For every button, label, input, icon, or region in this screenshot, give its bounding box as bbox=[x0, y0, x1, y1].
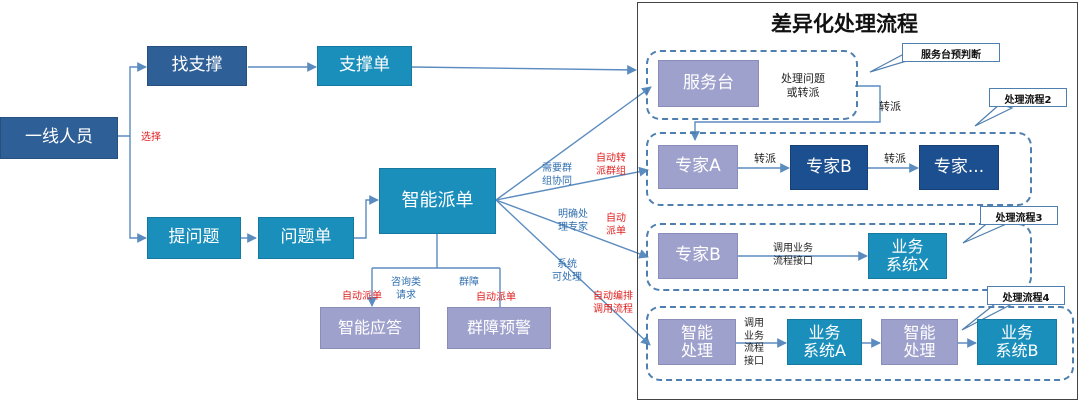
label-auto-dispatch-right: 自动派单 bbox=[476, 292, 516, 303]
callout-service-desk-prejudge-text: 服务台预判断 bbox=[921, 50, 981, 61]
ask-question-node[interactable]: 提问题 bbox=[147, 217, 241, 259]
smart-dispatch-node[interactable]: 智能派单 bbox=[379, 168, 496, 234]
label-need-group-line2: 组协同 bbox=[542, 175, 572, 187]
flow-4-group bbox=[646, 306, 1074, 381]
label-clear-expert-line1: 明确处 bbox=[558, 209, 588, 220]
label-orchestrate-line1: 自动编排 bbox=[593, 291, 633, 302]
label-call-interface-flow3: 调用业务 流程接口 bbox=[773, 243, 813, 268]
label-call-interface-flow4-line1: 调用 bbox=[744, 318, 764, 329]
label-auto-group-line1: 自动转 bbox=[596, 153, 626, 164]
smart-processing-1-line1: 智能 bbox=[680, 322, 713, 342]
business-system-b-line2: 系统B bbox=[995, 341, 1039, 360]
business-system-b-node[interactable]: 业务 系统B bbox=[977, 319, 1057, 365]
label-auto-dispatch-line1: 自动 bbox=[606, 213, 626, 224]
callout-flow-3-text: 处理流程3 bbox=[995, 213, 1043, 224]
callout-flow-4: 处理流程4 bbox=[987, 286, 1065, 305]
callout-flow-3: 处理流程3 bbox=[980, 206, 1058, 225]
find-support-label: 找支撑 bbox=[171, 55, 223, 76]
outage-alert-node[interactable]: 群障预警 bbox=[447, 307, 551, 349]
label-clear-expert: 明确处 理专家 bbox=[558, 209, 588, 234]
smart-processing-1-line2: 处理 bbox=[680, 341, 713, 360]
flow-3-group bbox=[646, 223, 1032, 291]
label-system-line2: 可处理 bbox=[552, 271, 582, 283]
label-auto-group: 自动转 派群组 bbox=[596, 153, 626, 178]
expert-etc-node[interactable]: 专家... bbox=[919, 145, 999, 190]
business-system-a-line1: 业务 bbox=[808, 322, 841, 342]
smart-answer-label: 智能应答 bbox=[337, 317, 402, 337]
label-system-can-handle: 系统 可处理 bbox=[552, 259, 582, 284]
smart-dispatch-label: 智能派单 bbox=[401, 189, 474, 211]
frontline-staff-label: 一线人员 bbox=[25, 127, 93, 148]
expert-a-label: 专家A bbox=[675, 156, 721, 177]
business-system-b-line1: 业务 bbox=[1000, 322, 1033, 342]
label-choose: 选择 bbox=[141, 132, 161, 143]
expert-b-flow2-label: 专家B bbox=[806, 156, 852, 177]
page-title: 差异化处理流程 bbox=[771, 12, 918, 36]
label-need-group-line1: 需要群 bbox=[542, 163, 572, 174]
expert-b-flow3-node[interactable]: 专家B bbox=[658, 233, 738, 279]
label-auto-orchestrate: 自动编排 调用流程 bbox=[593, 291, 633, 316]
business-system-x-node[interactable]: 业务 系统X bbox=[868, 233, 947, 279]
label-call-interface-flow3-line1: 调用业务 bbox=[773, 243, 813, 254]
business-system-a-node[interactable]: 业务 系统A bbox=[787, 319, 862, 365]
expert-etc-label: 专家... bbox=[933, 156, 985, 177]
find-support-node[interactable]: 找支撑 bbox=[147, 46, 247, 86]
label-system-line1: 系统 bbox=[557, 259, 577, 270]
expert-b-flow3-label: 专家B bbox=[675, 245, 721, 266]
issue-ticket-label: 问题单 bbox=[280, 227, 332, 248]
label-need-group: 需要群 组协同 bbox=[542, 163, 572, 188]
label-call-interface-flow4: 调用 业务 流程 接口 bbox=[744, 318, 764, 368]
business-system-x-line1: 业务 bbox=[891, 236, 924, 256]
label-auto-dispatch-line2: 派单 bbox=[606, 225, 626, 237]
expert-a-node[interactable]: 专家A bbox=[658, 145, 738, 189]
label-transfer-down: 转派 bbox=[879, 100, 901, 113]
label-handle-line1: 处理问题 bbox=[781, 72, 825, 85]
label-auto-group-line2: 派群组 bbox=[596, 165, 626, 177]
service-desk-group bbox=[646, 50, 858, 120]
service-desk-label: 服务台 bbox=[683, 72, 734, 93]
label-clear-expert-line2: 理专家 bbox=[558, 221, 588, 233]
flow-2-group bbox=[646, 132, 1032, 206]
label-call-interface-flow4-line4: 接口 bbox=[744, 355, 764, 367]
label-consult-line2: 请求 bbox=[396, 289, 416, 301]
callout-service-desk-prejudge: 服务台预判断 bbox=[902, 43, 1000, 62]
label-consult-line1: 咨询类 bbox=[391, 277, 421, 288]
smart-processing-2-line2: 处理 bbox=[903, 341, 936, 360]
label-transfer-1: 转派 bbox=[754, 152, 776, 165]
smart-processing-2-line1: 智能 bbox=[903, 322, 936, 342]
label-outage: 群障 bbox=[459, 277, 479, 288]
business-system-a-line2: 系统A bbox=[803, 341, 846, 360]
label-call-interface-flow4-line2: 业务 bbox=[744, 330, 764, 342]
outage-alert-label: 群障预警 bbox=[466, 317, 531, 337]
smart-processing-1-node[interactable]: 智能 处理 bbox=[658, 319, 736, 365]
callout-flow-4-text: 处理流程4 bbox=[1002, 293, 1050, 304]
support-ticket-label: 支撑单 bbox=[339, 55, 390, 76]
frontline-staff-node[interactable]: 一线人员 bbox=[0, 117, 118, 159]
callout-flow-2: 处理流程2 bbox=[989, 88, 1067, 107]
issue-ticket-node[interactable]: 问题单 bbox=[258, 217, 354, 259]
label-consult-request: 咨询类 请求 bbox=[391, 277, 421, 302]
label-handle-line2: 或转派 bbox=[786, 85, 820, 99]
smart-answer-node[interactable]: 智能应答 bbox=[320, 307, 420, 349]
service-desk-node[interactable]: 服务台 bbox=[658, 60, 759, 107]
label-orchestrate-line2: 调用流程 bbox=[593, 303, 633, 315]
callout-flow-2-text: 处理流程2 bbox=[1004, 95, 1052, 106]
label-auto-dispatch-left: 自动派单 bbox=[342, 291, 382, 302]
expert-b-flow2-node[interactable]: 专家B bbox=[790, 145, 868, 190]
business-system-x-line2: 系统X bbox=[886, 255, 929, 274]
smart-processing-2-node[interactable]: 智能 处理 bbox=[881, 319, 958, 365]
label-handle-or-transfer: 处理问题 或转派 bbox=[781, 72, 825, 100]
ask-question-label: 提问题 bbox=[168, 227, 220, 248]
support-ticket-node[interactable]: 支撑单 bbox=[317, 46, 412, 86]
label-auto-dispatch: 自动 派单 bbox=[606, 213, 626, 238]
differentiated-flow-frame bbox=[637, 2, 1078, 400]
label-transfer-2: 转派 bbox=[884, 152, 906, 165]
label-call-interface-flow3-line2: 流程接口 bbox=[773, 255, 813, 267]
label-call-interface-flow4-line3: 流程 bbox=[744, 343, 764, 354]
